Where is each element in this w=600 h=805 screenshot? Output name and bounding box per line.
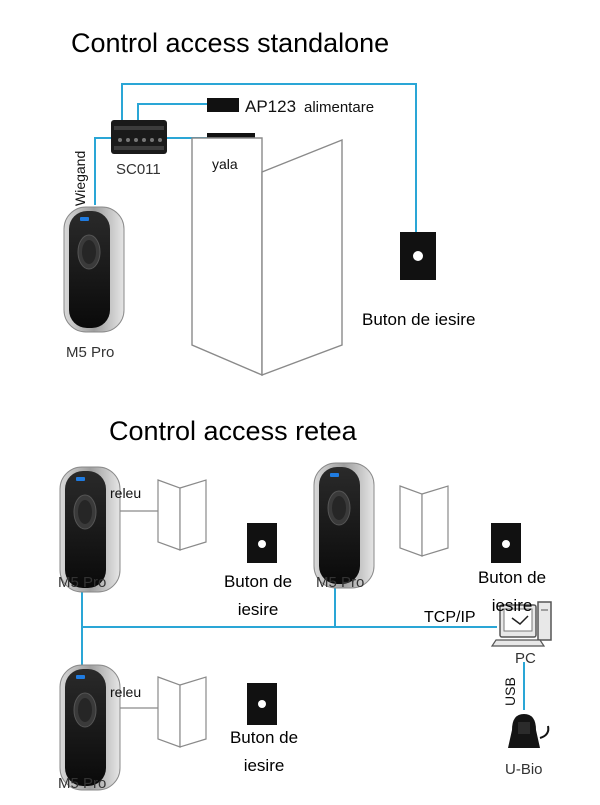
power-label: alimentare [304, 99, 375, 116]
tcpip-label: TCP/IP [424, 609, 476, 626]
exit-button-wire [121, 83, 417, 232]
network-exit-button-3 [247, 683, 277, 725]
network-exit-button-1-line2: iesire [237, 600, 279, 619]
standalone-title: Control access standalone [71, 28, 390, 58]
standalone-exit-button-label: Buton de iesire [362, 310, 476, 329]
network-exit-button-3-line2: iesire [243, 756, 285, 775]
ubio-scanner [508, 714, 550, 748]
relay-label-1: releu [110, 485, 142, 501]
ubio-label: U-Bio [505, 761, 543, 778]
wiegand-label: Wiegand [72, 150, 88, 206]
network-reader-2 [313, 462, 375, 589]
standalone-exit-button [400, 232, 436, 280]
network-exit-button-2-line1: Buton de [477, 568, 547, 587]
power-wire [137, 103, 207, 120]
controller-label: SC011 [116, 161, 161, 178]
lock-label: yala [212, 156, 238, 172]
network-door-1 [157, 479, 207, 551]
network-reader-2-label: M5 Pro [316, 574, 365, 591]
standalone-reader-m5pro [63, 206, 125, 333]
network-reader-3-label: M5 Pro [58, 775, 107, 792]
network-exit-button-1 [247, 523, 277, 563]
wiegand-wire [94, 137, 111, 205]
power-unit-label: AP123 [245, 97, 297, 116]
usb-label: USB [502, 677, 518, 706]
network-exit-button-1-line1: Buton de [223, 572, 293, 591]
pc-computer [490, 601, 552, 647]
network-exit-button-3-label: Buton de iesire [214, 724, 314, 780]
standalone-door [191, 137, 343, 377]
network-door-3 [157, 676, 207, 748]
network-exit-button-1-label: Buton de iesire [208, 568, 308, 624]
network-exit-button-3-line1: Buton de [229, 728, 299, 747]
network-exit-button-2-line2: iesire [491, 596, 533, 615]
network-door-2 [399, 485, 449, 557]
standalone-wires [94, 83, 417, 232]
network-reader-1-label: M5 Pro [58, 574, 107, 591]
relay-label-3: releu [110, 684, 142, 700]
network-title: Control access retea [109, 416, 357, 446]
network-exit-button-2-label: Buton de iesire [462, 564, 562, 620]
standalone-reader-label: M5 Pro [66, 344, 115, 361]
power-unit-ap123 [207, 98, 239, 112]
pc-label: PC [515, 650, 536, 667]
controller-sc011 [111, 120, 167, 154]
network-exit-button-2 [491, 523, 521, 563]
